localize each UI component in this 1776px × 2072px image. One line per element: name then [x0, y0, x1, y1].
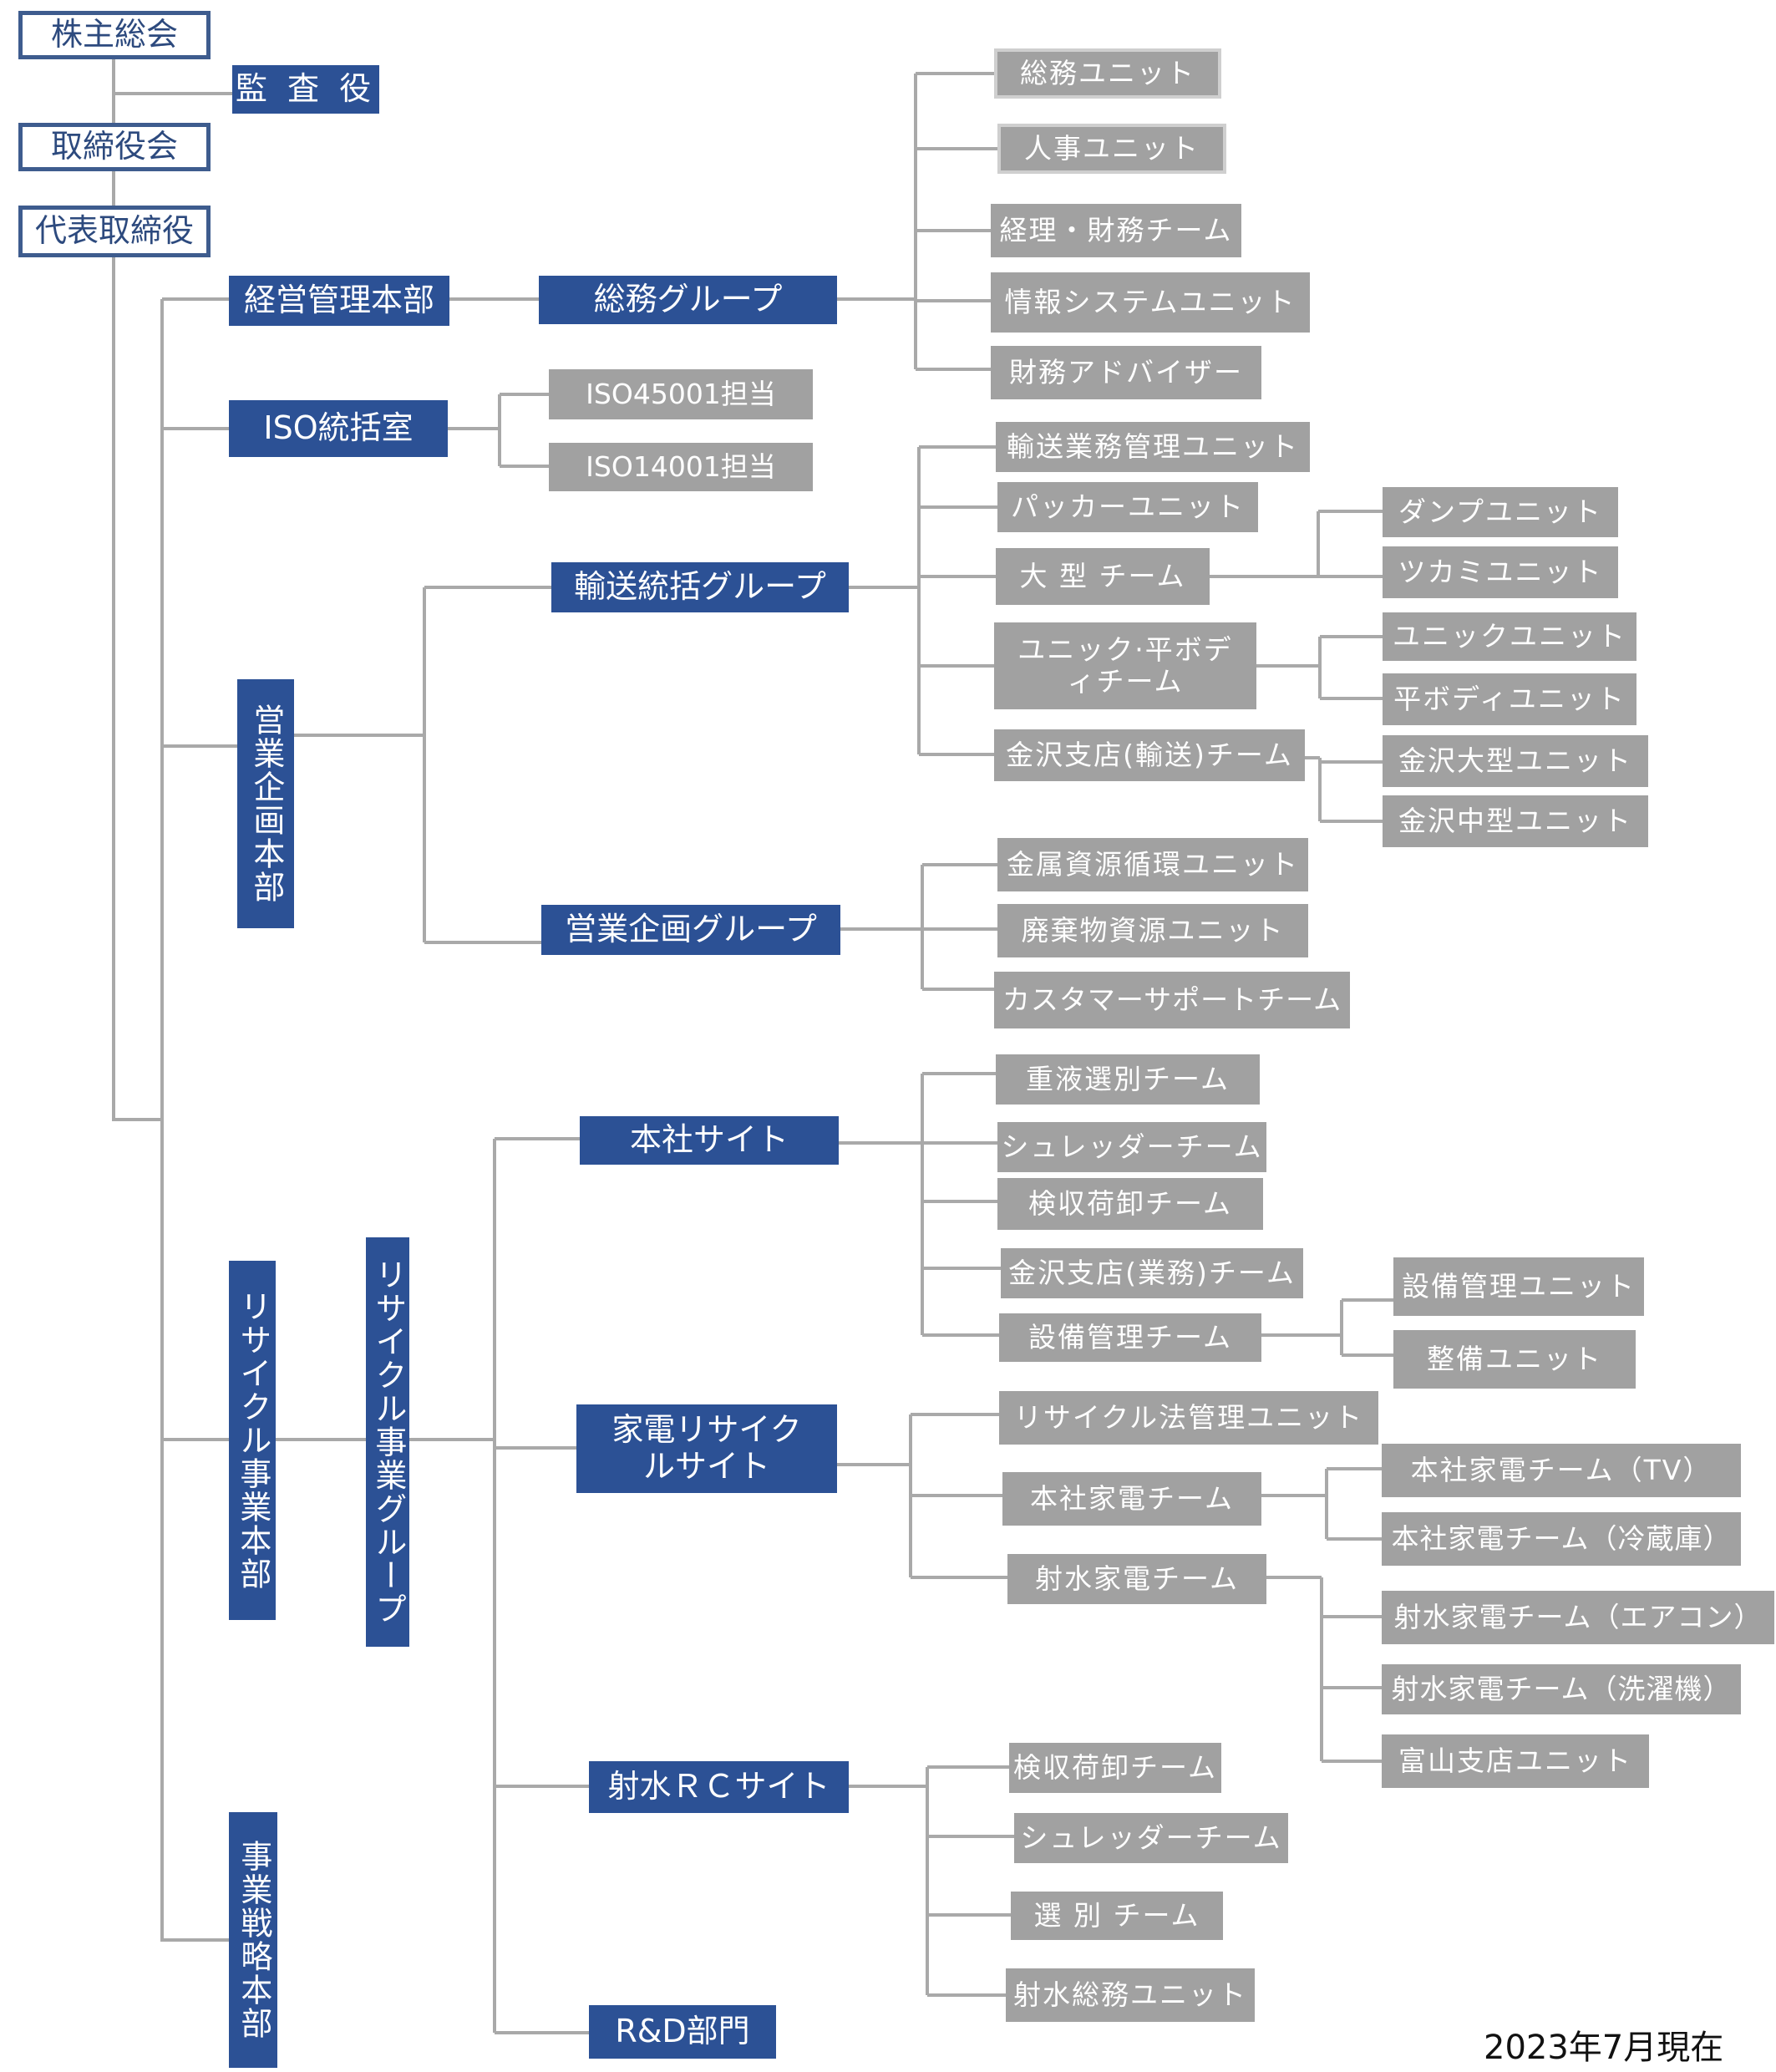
- inspection-team-imizu-box: 検収荷卸チーム: [1009, 1743, 1221, 1793]
- strategy-hq-box: 事業戦略本部: [229, 1812, 277, 2068]
- sales-group-box: 営業企画グループ: [541, 905, 840, 955]
- transport-mgmt-unit-box: 輸送業務管理ユニット: [996, 422, 1310, 472]
- heavy-liquid-team-box: 重液選別チーム: [996, 1054, 1260, 1105]
- kanazawa-large-unit-box: 金沢大型ユニット: [1383, 735, 1648, 787]
- iso-office-box: ISO統括室: [229, 400, 448, 457]
- appliance-site-box: 家電リサイクルサイト: [576, 1404, 837, 1493]
- finance-advisor-box: 財務アドバイザー: [991, 346, 1261, 399]
- as-of-date: 2023年7月現在: [1484, 2029, 1724, 2067]
- hq-tv-box: 本社家電チーム（TV）: [1382, 1444, 1741, 1497]
- imizu-aircon-box: 射水家電チーム（エアコン）: [1382, 1591, 1774, 1644]
- waste-unit-box: 廃棄物資源ユニット: [997, 904, 1308, 957]
- imizu-appliance-team-box: 射水家電チーム: [1007, 1554, 1266, 1604]
- maintenance-unit-box: 整備ユニット: [1393, 1330, 1636, 1389]
- kanazawa-transport-team-box: 金沢支店(輸送)チーム: [994, 729, 1305, 781]
- unic-team-box: ユニック·平ボディチーム: [994, 622, 1256, 709]
- dump-unit-box: ダンプユニット: [1383, 487, 1618, 537]
- grab-unit-box: ツカミユニット: [1383, 546, 1618, 598]
- kanazawa-ops-team-box: 金沢支店(業務)チーム: [1001, 1248, 1303, 1298]
- shareholders-box: 株主総会: [18, 11, 211, 59]
- packer-unit-box: パッカーユニット: [997, 482, 1258, 532]
- hq-appliance-team-box: 本社家電チーム: [1002, 1472, 1261, 1526]
- imizu-rc-site-box: 射水ＲＣサイト: [589, 1761, 849, 1813]
- hq-fridge-box: 本社家電チーム（冷蔵庫）: [1382, 1512, 1741, 1566]
- large-team-box: 大 型 チーム: [996, 548, 1210, 605]
- accounting-team-box: 経理・財務チーム: [991, 204, 1241, 257]
- flatbody-unit-box: 平ボディユニット: [1383, 673, 1636, 725]
- equipment-team-box: 設備管理チーム: [999, 1313, 1261, 1362]
- metal-unit-box: 金属資源循環ユニット: [997, 838, 1308, 891]
- transport-group-box: 輸送統括グループ: [551, 562, 849, 612]
- general-unit-box: 総務ユニット: [994, 48, 1221, 99]
- hr-unit-box: 人事ユニット: [997, 124, 1226, 174]
- recycle-law-unit-box: リサイクル法管理ユニット: [999, 1391, 1378, 1445]
- imizu-washer-box: 射水家電チーム（洗濯機）: [1382, 1664, 1741, 1714]
- mgmt-hq-box: 経営管理本部: [229, 276, 449, 326]
- sales-hq-box: 営業企画本部: [237, 679, 294, 928]
- iso14001-box: ISO14001担当: [549, 443, 813, 491]
- board-box: 取締役会: [18, 123, 211, 171]
- toyama-unit-box: 富山支店ユニット: [1382, 1734, 1649, 1788]
- equipment-unit-box: 設備管理ユニット: [1393, 1257, 1644, 1316]
- auditor-box: 監 査 役: [232, 65, 379, 114]
- shredder-team-hq-box: シュレッダーチーム: [997, 1122, 1266, 1172]
- hq-site-box: 本社サイト: [580, 1116, 839, 1165]
- shredder-team-imizu-box: シュレッダーチーム: [1014, 1813, 1288, 1863]
- inspection-team-hq-box: 検収荷卸チーム: [997, 1178, 1263, 1230]
- sorting-team-box: 選 別 チーム: [1011, 1892, 1223, 1940]
- recycle-group-box: リサイクル事業グループ: [366, 1237, 409, 1647]
- representative-box: 代表取締役: [18, 206, 211, 257]
- imizu-general-unit-box: 射水総務ユニット: [1006, 1968, 1255, 2022]
- rd-dept-box: R&D部門: [589, 2005, 776, 2059]
- it-unit-box: 情報システムユニット: [991, 272, 1310, 333]
- general-group-box: 総務グループ: [539, 276, 837, 324]
- customer-team-box: カスタマーサポートチーム: [994, 972, 1350, 1028]
- unic-unit-box: ユニックユニット: [1383, 612, 1636, 661]
- iso45001-box: ISO45001担当: [549, 369, 813, 419]
- kanazawa-medium-unit-box: 金沢中型ユニット: [1383, 795, 1648, 847]
- recycle-hq-box: リサイクル事業本部: [229, 1261, 276, 1620]
